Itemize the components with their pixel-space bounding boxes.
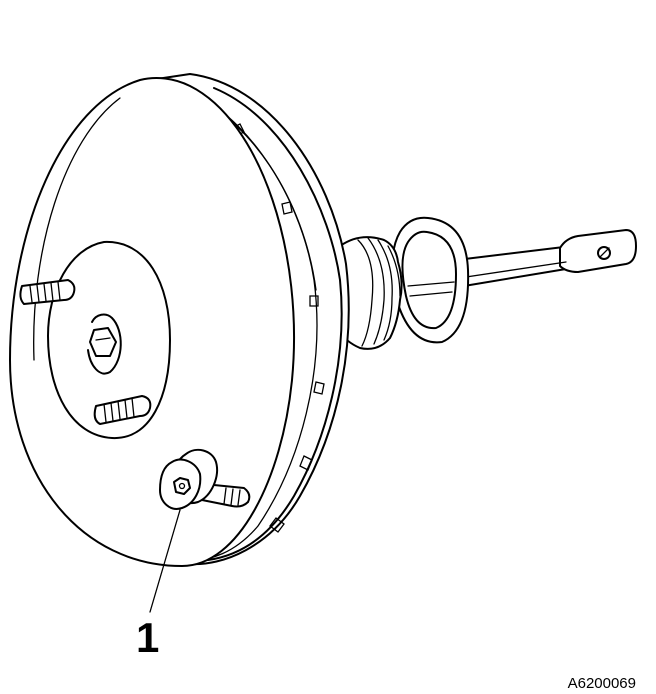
center-pushrod [87,313,122,375]
rubber-boot [337,236,403,350]
mounting-flange [391,216,470,344]
push-rod [439,229,637,291]
mounting-stud-lower [93,395,152,425]
callout-leader-1 [149,509,181,613]
figure-reference-code: A6200069 [568,675,636,692]
mounting-stud-upper [19,279,76,305]
vacuum-check-valve [159,448,251,510]
callout-number-1: 1 [136,614,159,661]
booster-front-face [9,77,296,567]
